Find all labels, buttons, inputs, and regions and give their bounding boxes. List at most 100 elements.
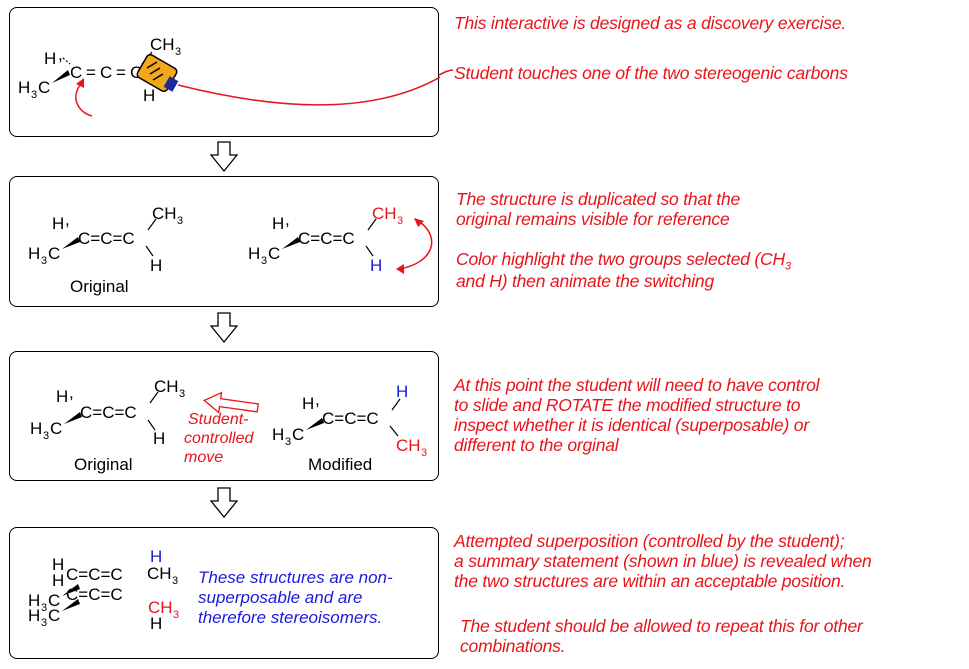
svg-text:H: H	[52, 571, 64, 590]
svg-text:H: H	[153, 429, 165, 448]
svg-text:3: 3	[173, 609, 179, 621]
statement-line-1: These structures are non-	[198, 568, 393, 587]
svg-text:3: 3	[285, 436, 291, 448]
superposed-molecules: H H C=C=C C=C=C H 3 C H 3 C H CH 3 CH 3 …	[28, 547, 179, 633]
note-highlight-1: Color highlight the two groups selected …	[456, 249, 791, 273]
molecule-duplicate: H , H 3 C C=C=C CH 3 H	[248, 204, 433, 275]
move-label-3: move	[184, 449, 223, 466]
svg-text:H: H	[396, 382, 408, 401]
note-control-2: to slide and ROTATE the modified structu…	[454, 395, 801, 415]
statement-line-3: therefore stereoisomers.	[198, 608, 382, 627]
svg-text:3: 3	[41, 617, 47, 629]
move-label-1: Student-	[188, 411, 248, 428]
svg-text:H: H	[28, 606, 40, 625]
svg-text:CH: CH	[148, 598, 173, 617]
panel-step-3-rotate: H , H 3 C C=C=C CH 3 H Original Student-…	[9, 351, 439, 481]
highlight-h: H	[370, 256, 382, 275]
note-discovery: This interactive is designed as a discov…	[454, 13, 847, 33]
svg-text:H: H	[150, 547, 162, 566]
svg-text:C: C	[48, 591, 60, 610]
svg-text:C=C=C: C=C=C	[66, 585, 123, 604]
svg-text:C=C=C: C=C=C	[80, 403, 137, 422]
svg-text:H: H	[302, 394, 314, 413]
svg-text:C=C=C: C=C=C	[66, 565, 123, 584]
note-duplicate-1: The structure is duplicated so that the	[456, 189, 741, 209]
svg-text:=: =	[116, 63, 126, 82]
atom-ch3: CH	[150, 35, 175, 54]
label-original: Original	[70, 277, 129, 296]
svg-text:C: C	[268, 244, 280, 263]
note-student-touches: Student touches one of the two stereogen…	[454, 63, 848, 83]
note-attempt-2: a summary statement (shown in blue) is r…	[454, 551, 872, 571]
svg-text:3: 3	[179, 388, 185, 400]
svg-text:3: 3	[31, 89, 37, 101]
svg-text:3: 3	[41, 255, 47, 267]
down-arrow-icon	[210, 312, 238, 344]
svg-text:CH: CH	[396, 436, 421, 455]
atom-h-bottom: H	[143, 86, 155, 105]
statement-line-2: superposable and are	[198, 588, 362, 607]
allene-molecule-touch: H , H 3 C C = C = C CH 3 H	[18, 35, 440, 117]
swap-arrow	[399, 221, 433, 270]
svg-text:3: 3	[397, 215, 403, 227]
molecule-modified: H , H 3 C C=C=C H CH 3 Modified	[272, 382, 427, 474]
svg-text:3: 3	[261, 255, 267, 267]
svg-text:,: ,	[65, 210, 70, 229]
atom-c2: C	[100, 63, 112, 82]
svg-text:H: H	[272, 425, 284, 444]
note-highlight-2: and H) then animate the switching	[456, 271, 714, 291]
svg-text:3: 3	[41, 602, 47, 614]
down-arrow-icon	[210, 141, 238, 173]
note-attempt-1: Attempted superposition (controlled by t…	[454, 531, 845, 551]
note-control-4: different to the orginal	[454, 435, 619, 455]
svg-text:3: 3	[421, 447, 427, 459]
svg-text:C: C	[48, 244, 60, 263]
atom-h3c: H	[18, 78, 30, 97]
svg-text:CH: CH	[152, 204, 177, 223]
svg-text:C=C=C: C=C=C	[298, 229, 355, 248]
hand-pointer-icon	[136, 53, 179, 93]
svg-text:CH: CH	[147, 564, 172, 583]
svg-text:3: 3	[43, 430, 49, 442]
svg-text:H: H	[150, 256, 162, 275]
note-control-3: inspect whether it is identical (superpo…	[454, 415, 809, 435]
svg-text:H: H	[30, 419, 42, 438]
label-modified: Modified	[308, 455, 372, 474]
svg-text:H: H	[28, 591, 40, 610]
svg-text:=: =	[86, 63, 96, 82]
wedge-bond	[52, 70, 70, 83]
note-repeat-2: combinations.	[460, 636, 566, 656]
svg-text:CH: CH	[154, 377, 179, 396]
note-repeat-1: The student should be allowed to repeat …	[460, 616, 863, 636]
molecule-original: H , H 3 C C=C=C CH 3 H Original	[28, 204, 183, 296]
svg-text:3: 3	[177, 215, 183, 227]
svg-text:,: ,	[58, 45, 63, 64]
svg-text:H: H	[28, 244, 40, 263]
label-original: Original	[74, 455, 133, 474]
svg-text:C: C	[48, 606, 60, 625]
move-label-2: controlled	[184, 430, 254, 447]
atom-h-top: H	[44, 49, 56, 68]
svg-text:C=C=C: C=C=C	[78, 229, 135, 248]
down-arrow-icon	[210, 487, 238, 519]
svg-text:H: H	[52, 555, 64, 574]
svg-text:H: H	[56, 387, 68, 406]
molecule-original: H , H 3 C C=C=C CH 3 H Original	[30, 377, 185, 474]
svg-text:,: ,	[285, 210, 290, 229]
svg-text:3: 3	[175, 46, 181, 58]
move-arrow-icon	[203, 391, 260, 414]
svg-text:H: H	[272, 214, 284, 233]
connector-line	[177, 76, 440, 106]
panel-step-4-superposition: H H C=C=C C=C=C H 3 C H 3 C H CH 3 CH 3 …	[9, 527, 439, 659]
note-attempt-3: the two structures are within an accepta…	[454, 571, 846, 591]
svg-text:C=C=C: C=C=C	[322, 409, 379, 428]
svg-text:H: H	[150, 614, 162, 633]
svg-text:H: H	[248, 244, 260, 263]
hashed-bond	[62, 57, 71, 65]
red-curved-arrow	[75, 84, 93, 117]
svg-text:C: C	[38, 78, 50, 97]
panel-step-1-touch: H , H 3 C C = C = C CH 3 H	[9, 7, 440, 137]
svg-text:H: H	[52, 214, 64, 233]
note-control-1: At this point the student will need to h…	[454, 375, 820, 395]
atom-c1: C	[70, 63, 82, 82]
